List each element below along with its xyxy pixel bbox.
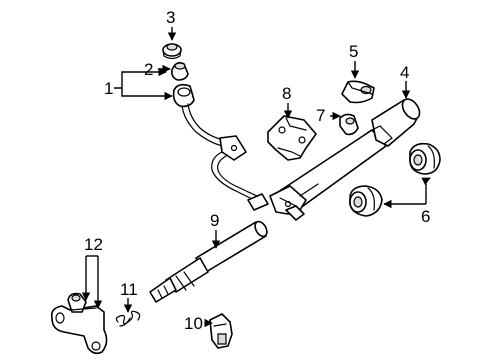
callout-6: 6: [421, 207, 430, 226]
callout-9: 9: [210, 211, 219, 230]
part-5-bracket: [341, 80, 375, 104]
part-9-shaft: [149, 220, 268, 303]
callout-3: 3: [166, 8, 175, 27]
callout-7: 7: [316, 106, 325, 125]
callout-2: 2: [144, 60, 153, 79]
part-1-wiring-harness: [171, 62, 269, 211]
part-10-bracket: [209, 313, 233, 349]
part-7-clip: [339, 113, 359, 136]
callout-11: 11: [120, 280, 138, 299]
callout-10: 10: [184, 314, 203, 333]
callout-labels: 1 2 3 4 5 6 7 8 9 10 11 12: [84, 8, 430, 333]
callout-12: 12: [84, 235, 103, 254]
part-8-mounting-plate: [267, 115, 317, 161]
part-3-bushing: [162, 43, 182, 60]
part-6-bushings: [349, 142, 441, 217]
callout-5: 5: [349, 42, 358, 61]
part-12-linkage-arm: [50, 292, 108, 355]
part-11-spring: [115, 310, 141, 327]
callout-1: 1: [104, 79, 113, 98]
leader-lines: [81, 27, 431, 328]
callout-4: 4: [400, 63, 409, 82]
part-4-column-tube: [269, 98, 421, 221]
callout-8: 8: [282, 84, 291, 103]
